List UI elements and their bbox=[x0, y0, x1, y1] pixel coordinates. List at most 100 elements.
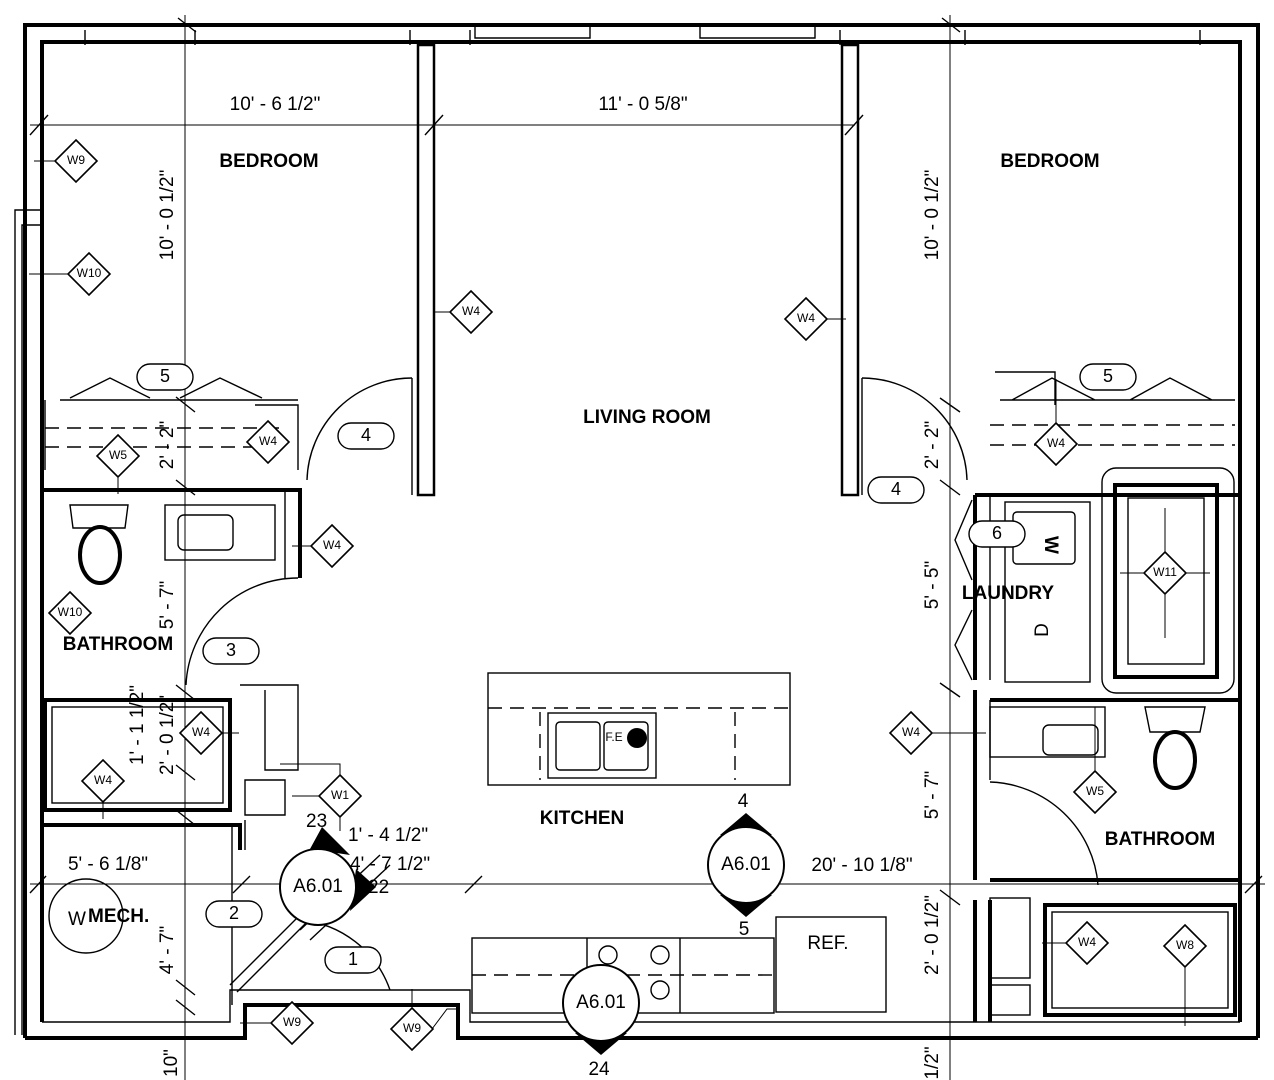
room-label-bedroom-right: BEDROOM bbox=[1000, 151, 1099, 172]
window-tag: W4 bbox=[783, 296, 846, 342]
sink-left bbox=[164, 504, 276, 561]
dim-label: 5' - 5" bbox=[922, 561, 943, 609]
window-tag-label: W11 bbox=[1153, 565, 1177, 579]
dim-label: 10' - 0 1/2" bbox=[157, 170, 178, 261]
interior-walls bbox=[42, 43, 1240, 1022]
window-tag: W4 bbox=[80, 758, 126, 819]
tub-left bbox=[43, 698, 232, 812]
dim-label: 1/2" bbox=[922, 1046, 943, 1079]
section-number: 23 bbox=[306, 811, 327, 832]
window-tag-label: W4 bbox=[1047, 436, 1065, 450]
window-tag-label: W4 bbox=[1078, 935, 1096, 949]
section-sheet: A6.01 bbox=[576, 992, 626, 1013]
window-tag-label: W4 bbox=[259, 434, 277, 448]
exterior-walls bbox=[14, 23, 1260, 1040]
door-tag-number: 2 bbox=[229, 903, 239, 923]
section-number: 24 bbox=[588, 1059, 610, 1080]
window-tag: W8 bbox=[1162, 923, 1208, 1026]
window-tag-label: W4 bbox=[902, 725, 920, 739]
washer-label: W bbox=[1040, 536, 1061, 554]
window-tag-label: W5 bbox=[109, 448, 127, 462]
dim-label: 10" bbox=[161, 1049, 182, 1077]
section-marker: A6.01 23 22 bbox=[279, 811, 389, 926]
door-tag-number: 3 bbox=[226, 640, 236, 660]
door-tag: 5 bbox=[1079, 363, 1137, 391]
section-sheet: A6.01 bbox=[293, 876, 343, 897]
section-marker: A6.01 24 bbox=[562, 964, 640, 1080]
window-tag-label: W5 bbox=[1086, 784, 1104, 798]
dimension-lines bbox=[29, 15, 1265, 1080]
window-tag: W4 bbox=[245, 419, 291, 465]
dim-label: 1' - 1 1/2" bbox=[127, 685, 148, 765]
toilet-left bbox=[69, 504, 129, 585]
section-marker: A6.01 4 5 bbox=[707, 791, 785, 940]
window-tag-label: W4 bbox=[797, 311, 815, 325]
window-tag: W4 bbox=[1042, 920, 1110, 966]
window-tag: W9 bbox=[389, 989, 460, 1052]
dim-label: 4' - 7" bbox=[157, 926, 178, 974]
laundry-machines: W D bbox=[954, 499, 1091, 683]
section-number: 5 bbox=[739, 919, 750, 940]
window-tag: W5 bbox=[95, 433, 141, 494]
window-tag-label: W9 bbox=[67, 153, 85, 167]
room-label-bathroom-left: BATHROOM bbox=[63, 634, 173, 655]
dryer-label: D bbox=[1032, 623, 1053, 637]
door-tag-number: 4 bbox=[891, 479, 901, 499]
window-tag: W4 bbox=[433, 289, 494, 335]
kitchen-island: F.E bbox=[487, 672, 791, 786]
door-tag-number: 5 bbox=[1103, 366, 1113, 386]
refrigerator bbox=[775, 916, 887, 1013]
dim-label: 2' - 0 1/2" bbox=[922, 895, 943, 975]
window-tag-label: W1 bbox=[331, 788, 349, 802]
section-markers: A6.01 23 22 A6.01 4 5 A6.01 24 bbox=[279, 791, 785, 1080]
door-tag-number: 1 bbox=[348, 949, 358, 969]
room-label-living-room: LIVING ROOM bbox=[583, 407, 711, 428]
dim-label: 2' - 0 1/2" bbox=[157, 695, 178, 775]
door-tag: 6 bbox=[968, 520, 1026, 548]
fire-extinguisher-label: F.E bbox=[605, 730, 622, 744]
section-arrow-icon bbox=[310, 827, 376, 911]
kitchen-counter bbox=[471, 916, 887, 1014]
window-tag-label: W4 bbox=[462, 304, 480, 318]
window-tags: W9 W10 W4 W4 W5 W4 W4 W10 W4 W4 W1 W9 W9… bbox=[29, 138, 1210, 1052]
door-tag-number: 6 bbox=[992, 523, 1002, 543]
window-tag-label: W4 bbox=[323, 538, 341, 552]
dim-label: 4' - 7 1/2" bbox=[350, 854, 430, 875]
dim-label: 5' - 7" bbox=[922, 771, 943, 819]
door-tag: 1 bbox=[324, 946, 382, 974]
dim-label: 5' - 7" bbox=[157, 581, 178, 629]
window-tag: W10 bbox=[47, 590, 93, 636]
door-tag: 4 bbox=[337, 422, 395, 450]
dim-label: 11' - 0 5/8" bbox=[598, 94, 687, 115]
dim-label: 5' - 6 1/8" bbox=[68, 854, 148, 875]
dim-label: 10' - 6 1/2" bbox=[230, 94, 321, 115]
room-label-mech: MECH. bbox=[88, 906, 149, 927]
dimension-labels: 10' - 6 1/2" 11' - 0 5/8" 10' - 0 1/2" 1… bbox=[68, 94, 943, 1080]
door-tags: 5 4 4 5 6 3 2 1 bbox=[136, 363, 1137, 974]
room-label-bedroom-left: BEDROOM bbox=[219, 151, 318, 172]
window-tag-label: W9 bbox=[283, 1015, 301, 1029]
window-tag: W4 bbox=[1033, 379, 1079, 467]
dim-label: 2' - 2" bbox=[922, 421, 943, 469]
closets bbox=[44, 371, 1235, 470]
window-tag: W5 bbox=[1072, 707, 1118, 815]
window-tag: W4 bbox=[292, 523, 355, 569]
window-tag-label: W8 bbox=[1176, 938, 1194, 952]
room-label-kitchen: KITCHEN bbox=[540, 808, 624, 829]
dim-label: 1' - 4 1/2" bbox=[348, 825, 428, 846]
door-tag: 2 bbox=[205, 900, 263, 928]
dim-label: 10' - 0 1/2" bbox=[922, 170, 943, 261]
window-tag-label: W10 bbox=[77, 266, 102, 280]
water-heater bbox=[48, 878, 124, 954]
ref-label: REF. bbox=[807, 933, 848, 954]
door-tag: 4 bbox=[867, 476, 925, 504]
fire-extinguisher-icon bbox=[627, 728, 647, 748]
tub-right bbox=[989, 897, 1237, 1017]
dim-label: 20' - 10 1/8" bbox=[811, 855, 912, 876]
window-tag-label: W4 bbox=[94, 773, 112, 787]
shower-right bbox=[1101, 467, 1235, 694]
mech-prefix: W bbox=[68, 909, 86, 930]
window-tag: W4 bbox=[888, 710, 986, 756]
window-tag-label: W4 bbox=[192, 725, 210, 739]
